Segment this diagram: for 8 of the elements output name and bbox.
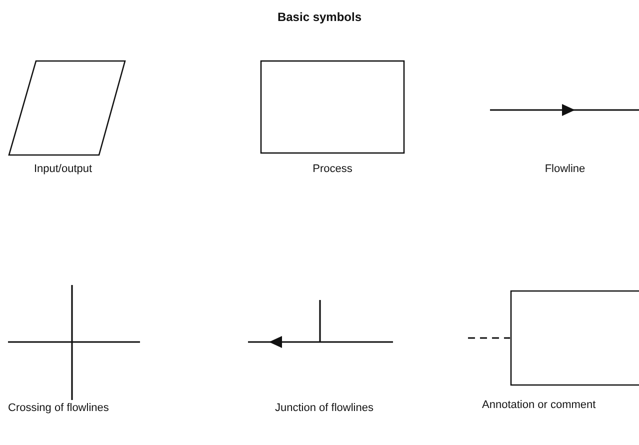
dashed-line <box>468 337 510 339</box>
symbol-caption: Input/output <box>32 163 94 176</box>
symbol-caption: Flowline <box>544 163 586 176</box>
symbol-caption: Process <box>312 163 354 176</box>
symbol-caption: Crossing of flowlines <box>8 402 110 415</box>
symbol-caption: Annotation or comment <box>482 399 597 412</box>
symbol-caption: Junction of flowlines <box>275 402 374 415</box>
title: Basic symbols <box>276 10 363 24</box>
